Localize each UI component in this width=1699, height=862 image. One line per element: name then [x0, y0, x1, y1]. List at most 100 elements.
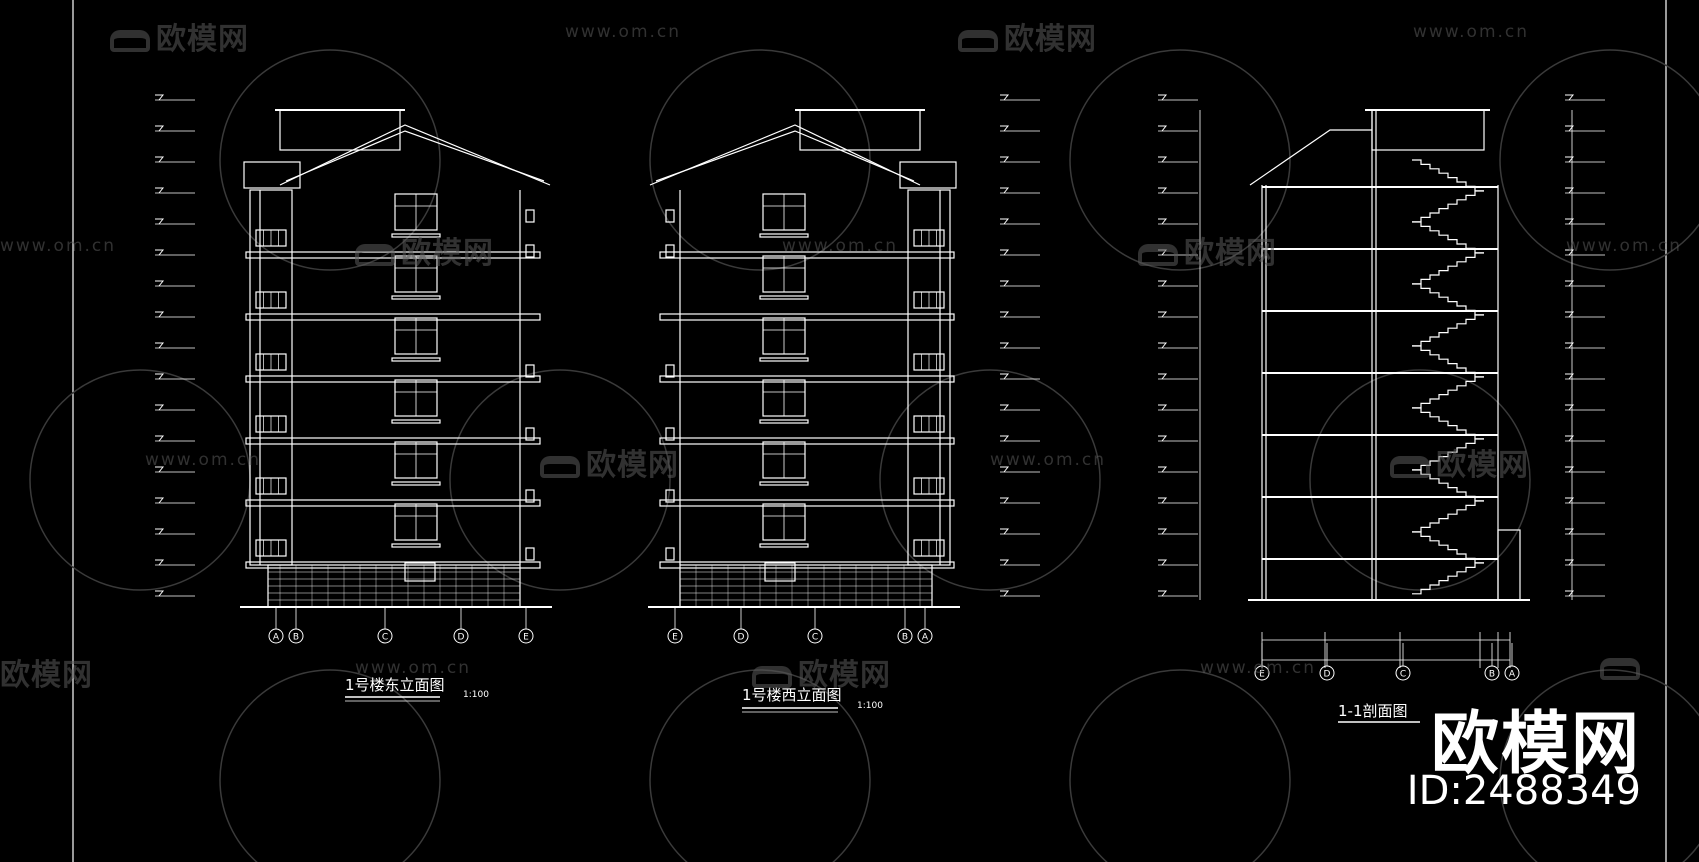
east-axis-label: E: [523, 633, 529, 643]
level-symbol: [1158, 94, 1168, 101]
stair-flight: [1412, 159, 1484, 192]
floor-band: [245, 313, 541, 321]
side-window: [525, 244, 535, 258]
watermark-circle: [219, 669, 441, 862]
level-symbol: [1000, 528, 1010, 535]
window-sill: [391, 481, 441, 486]
level-symbol: [1000, 373, 1010, 380]
watermark-circle: [1069, 49, 1291, 271]
level-symbol: [1565, 280, 1575, 287]
level-symbol: [1565, 590, 1575, 597]
level-symbol: [1565, 559, 1575, 566]
window-sill: [759, 357, 809, 362]
side-window: [525, 489, 535, 503]
west-axis-bubble: [807, 628, 823, 644]
section-drawing: [1248, 109, 1530, 668]
west-axis-bubble: [667, 628, 683, 644]
level-symbol: [155, 342, 165, 349]
level-symbol: [1158, 528, 1168, 535]
stair-flight: [1412, 221, 1484, 254]
level-symbol: [1000, 249, 1010, 256]
roof-stair-head: [279, 109, 401, 151]
level-symbol: [155, 187, 165, 194]
side-window: [525, 364, 535, 378]
entry-door: [404, 562, 436, 582]
window-sill: [391, 419, 441, 424]
section-axis-bubble: [1484, 665, 1500, 681]
watermark-url: www.om.cn: [990, 450, 1107, 470]
level-symbol: [1565, 218, 1575, 225]
sofa-logo-icon: [355, 243, 395, 266]
east-axis-bubble: [518, 628, 534, 644]
level-symbol: [1158, 590, 1168, 597]
sheet-frame: [72, 0, 1667, 862]
window-sill: [759, 295, 809, 300]
west-axis-label: E: [672, 633, 678, 643]
window-sill: [391, 543, 441, 548]
east-axis-bubble: [268, 628, 284, 644]
stair-flight: [1412, 562, 1484, 595]
watermark-circle: [29, 369, 251, 591]
section-title: 1-1剖面图: [1338, 702, 1408, 720]
stair-flight: [1412, 283, 1484, 316]
side-window: [525, 547, 535, 561]
level-symbol: [155, 280, 165, 287]
window-sill: [759, 233, 809, 238]
watermark-cn: 欧模网: [355, 228, 494, 272]
level-symbol: [155, 218, 165, 225]
side-window: [665, 489, 675, 503]
sofa-logo-icon: [1600, 657, 1640, 680]
watermark-cn: 欧模网: [0, 658, 93, 693]
level-symbol: [1158, 342, 1168, 349]
level-symbol: [1000, 404, 1010, 411]
level-symbol: [1000, 435, 1010, 442]
watermark-url: www.om.cn: [1566, 236, 1683, 256]
level-symbol: [1000, 94, 1010, 101]
level-symbol: [1565, 466, 1575, 473]
level-symbol: [155, 590, 165, 597]
level-symbol: [1158, 466, 1168, 473]
level-symbol: [1158, 187, 1168, 194]
level-symbol: [155, 373, 165, 380]
level-symbol: [155, 94, 165, 101]
level-symbol: [155, 156, 165, 163]
level-symbol: [155, 125, 165, 132]
watermark-circle: [1069, 669, 1291, 862]
section-roof: [1249, 129, 1372, 186]
west-axis-label: B: [902, 633, 908, 643]
east-axis-bubble: [288, 628, 304, 644]
section-axis-label: E: [1259, 670, 1265, 680]
side-window: [525, 209, 535, 223]
level-symbol: [1565, 497, 1575, 504]
watermark-circle: [449, 369, 671, 591]
watermark-cn: 欧模网: [752, 650, 891, 694]
gable-roof-inner: [655, 130, 915, 182]
level-symbol: [1158, 156, 1168, 163]
section-axis-label: B: [1489, 670, 1495, 680]
level-symbol: [155, 435, 165, 442]
entry-door: [764, 562, 796, 582]
section-axis-bubble: [1504, 665, 1520, 681]
sofa-logo-icon: [1390, 455, 1430, 478]
west-axis-bubble: [733, 628, 749, 644]
east-elevation-title: 1号楼东立面图: [345, 676, 445, 694]
floor-band: [245, 375, 541, 383]
cornice: [243, 161, 301, 189]
section-axis-bubble: [1319, 665, 1335, 681]
side-window: [665, 209, 675, 223]
level-symbol: [155, 559, 165, 566]
level-symbol: [155, 311, 165, 318]
window-sill: [391, 295, 441, 300]
section-axis-label: A: [1509, 670, 1516, 680]
sofa-logo-icon: [752, 665, 792, 688]
level-symbol: [1158, 280, 1168, 287]
level-symbol: [1565, 373, 1575, 380]
stair-flight: [1412, 376, 1484, 409]
watermark-cn: [1600, 650, 1646, 685]
level-symbol: [1000, 156, 1010, 163]
floor-band: [659, 375, 955, 383]
section-axis-label: C: [1400, 670, 1406, 680]
sofa-logo-icon: [540, 455, 580, 478]
watermark-url: www.om.cn: [565, 22, 682, 42]
